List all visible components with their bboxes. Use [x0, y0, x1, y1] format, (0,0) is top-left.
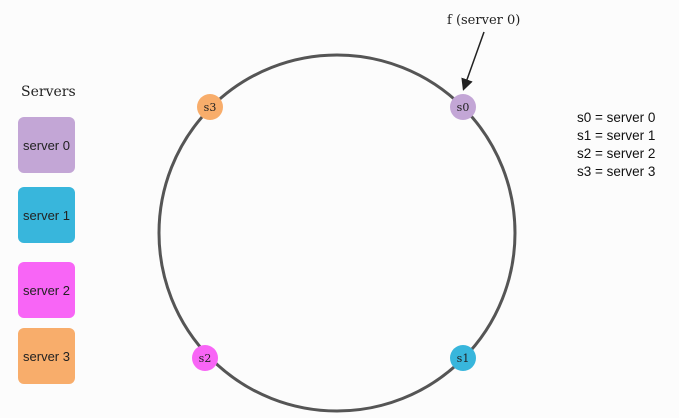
callout-label: f (server 0) [447, 13, 520, 28]
ring-node-s2-dot [192, 345, 218, 371]
key-entry-s3: s3 = server 3 [577, 164, 656, 179]
ring-node-s2: s2 [192, 345, 218, 371]
hash-ring [157, 53, 517, 413]
ring-node-s3: s3 [197, 94, 223, 120]
server-2-box: server 2 [18, 262, 75, 318]
servers-legend-title: Servers [21, 84, 76, 100]
ring-node-s3-dot [197, 94, 223, 120]
node-key-list: s0 = server 0 s1 = server 1 s2 = server … [577, 109, 655, 181]
ring-node-s0-dot [450, 94, 476, 120]
ring-node-s1-dot [450, 345, 476, 371]
ring-node-s2-label: s2 [199, 352, 212, 365]
server-1-box: server 1 [18, 187, 75, 243]
ring-node-s3-label: s3 [204, 101, 217, 114]
ring-node-s1-label: s1 [457, 352, 470, 365]
key-entry-s1: s1 = server 1 [577, 128, 656, 143]
ring-node-s0: s0 [450, 94, 476, 120]
ring-node-s0-label: s0 [457, 101, 470, 114]
key-entry-s0: s0 = server 0 [577, 110, 656, 125]
callout-arrow [461, 31, 485, 91]
server-3-box: server 3 [18, 328, 75, 384]
key-entry-s2: s2 = server 2 [577, 146, 656, 161]
server-0-box: server 0 [18, 117, 75, 173]
ring-node-s1: s1 [450, 345, 476, 371]
